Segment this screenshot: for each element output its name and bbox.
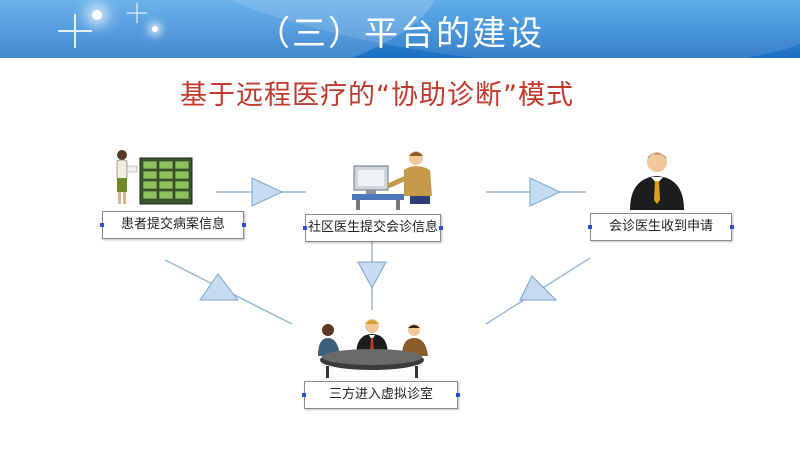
community-doctor-node: 社区医生提交会诊信息 <box>303 214 443 242</box>
patient-figure-icon <box>116 150 193 205</box>
arrow-diagonal-icon <box>519 275 558 301</box>
patient-node: 患者提交病案信息 <box>100 211 246 239</box>
community-doctor-node-label: 社区医生提交会诊信息 <box>307 220 438 235</box>
community-doctor-figure-icon <box>352 151 432 210</box>
patient-node-label: 患者提交病案信息 <box>120 217 225 232</box>
consulting-doctor-node: 会诊医生收到申请 <box>588 213 734 241</box>
sparkle-icon <box>152 26 158 32</box>
consulting-doctor-figure-icon <box>630 152 684 210</box>
arrow-down-icon <box>357 261 387 290</box>
page-title: （三）平台的建设 <box>256 14 544 54</box>
arrow-diagonal-icon <box>199 273 240 301</box>
virtual-room-node: 三方进入虚拟诊室 <box>302 381 460 409</box>
virtual-room-node-label: 三方进入虚拟诊室 <box>328 387 433 402</box>
meeting-figure-icon <box>318 319 428 378</box>
sparkle-icon <box>92 10 102 20</box>
header-banner: （三）平台的建设 <box>0 0 800 58</box>
diagram-subtitle: 基于远程医疗的“协助诊断”模式 <box>180 80 574 111</box>
sparkle-icon <box>126 2 148 24</box>
subtitle-overlap <box>100 130 700 152</box>
consulting-doctor-node-label: 会诊医生收到申请 <box>608 219 713 234</box>
arrow-right-icon <box>529 177 562 207</box>
sparkle-icon <box>58 14 92 48</box>
arrow-right-icon <box>251 177 284 207</box>
